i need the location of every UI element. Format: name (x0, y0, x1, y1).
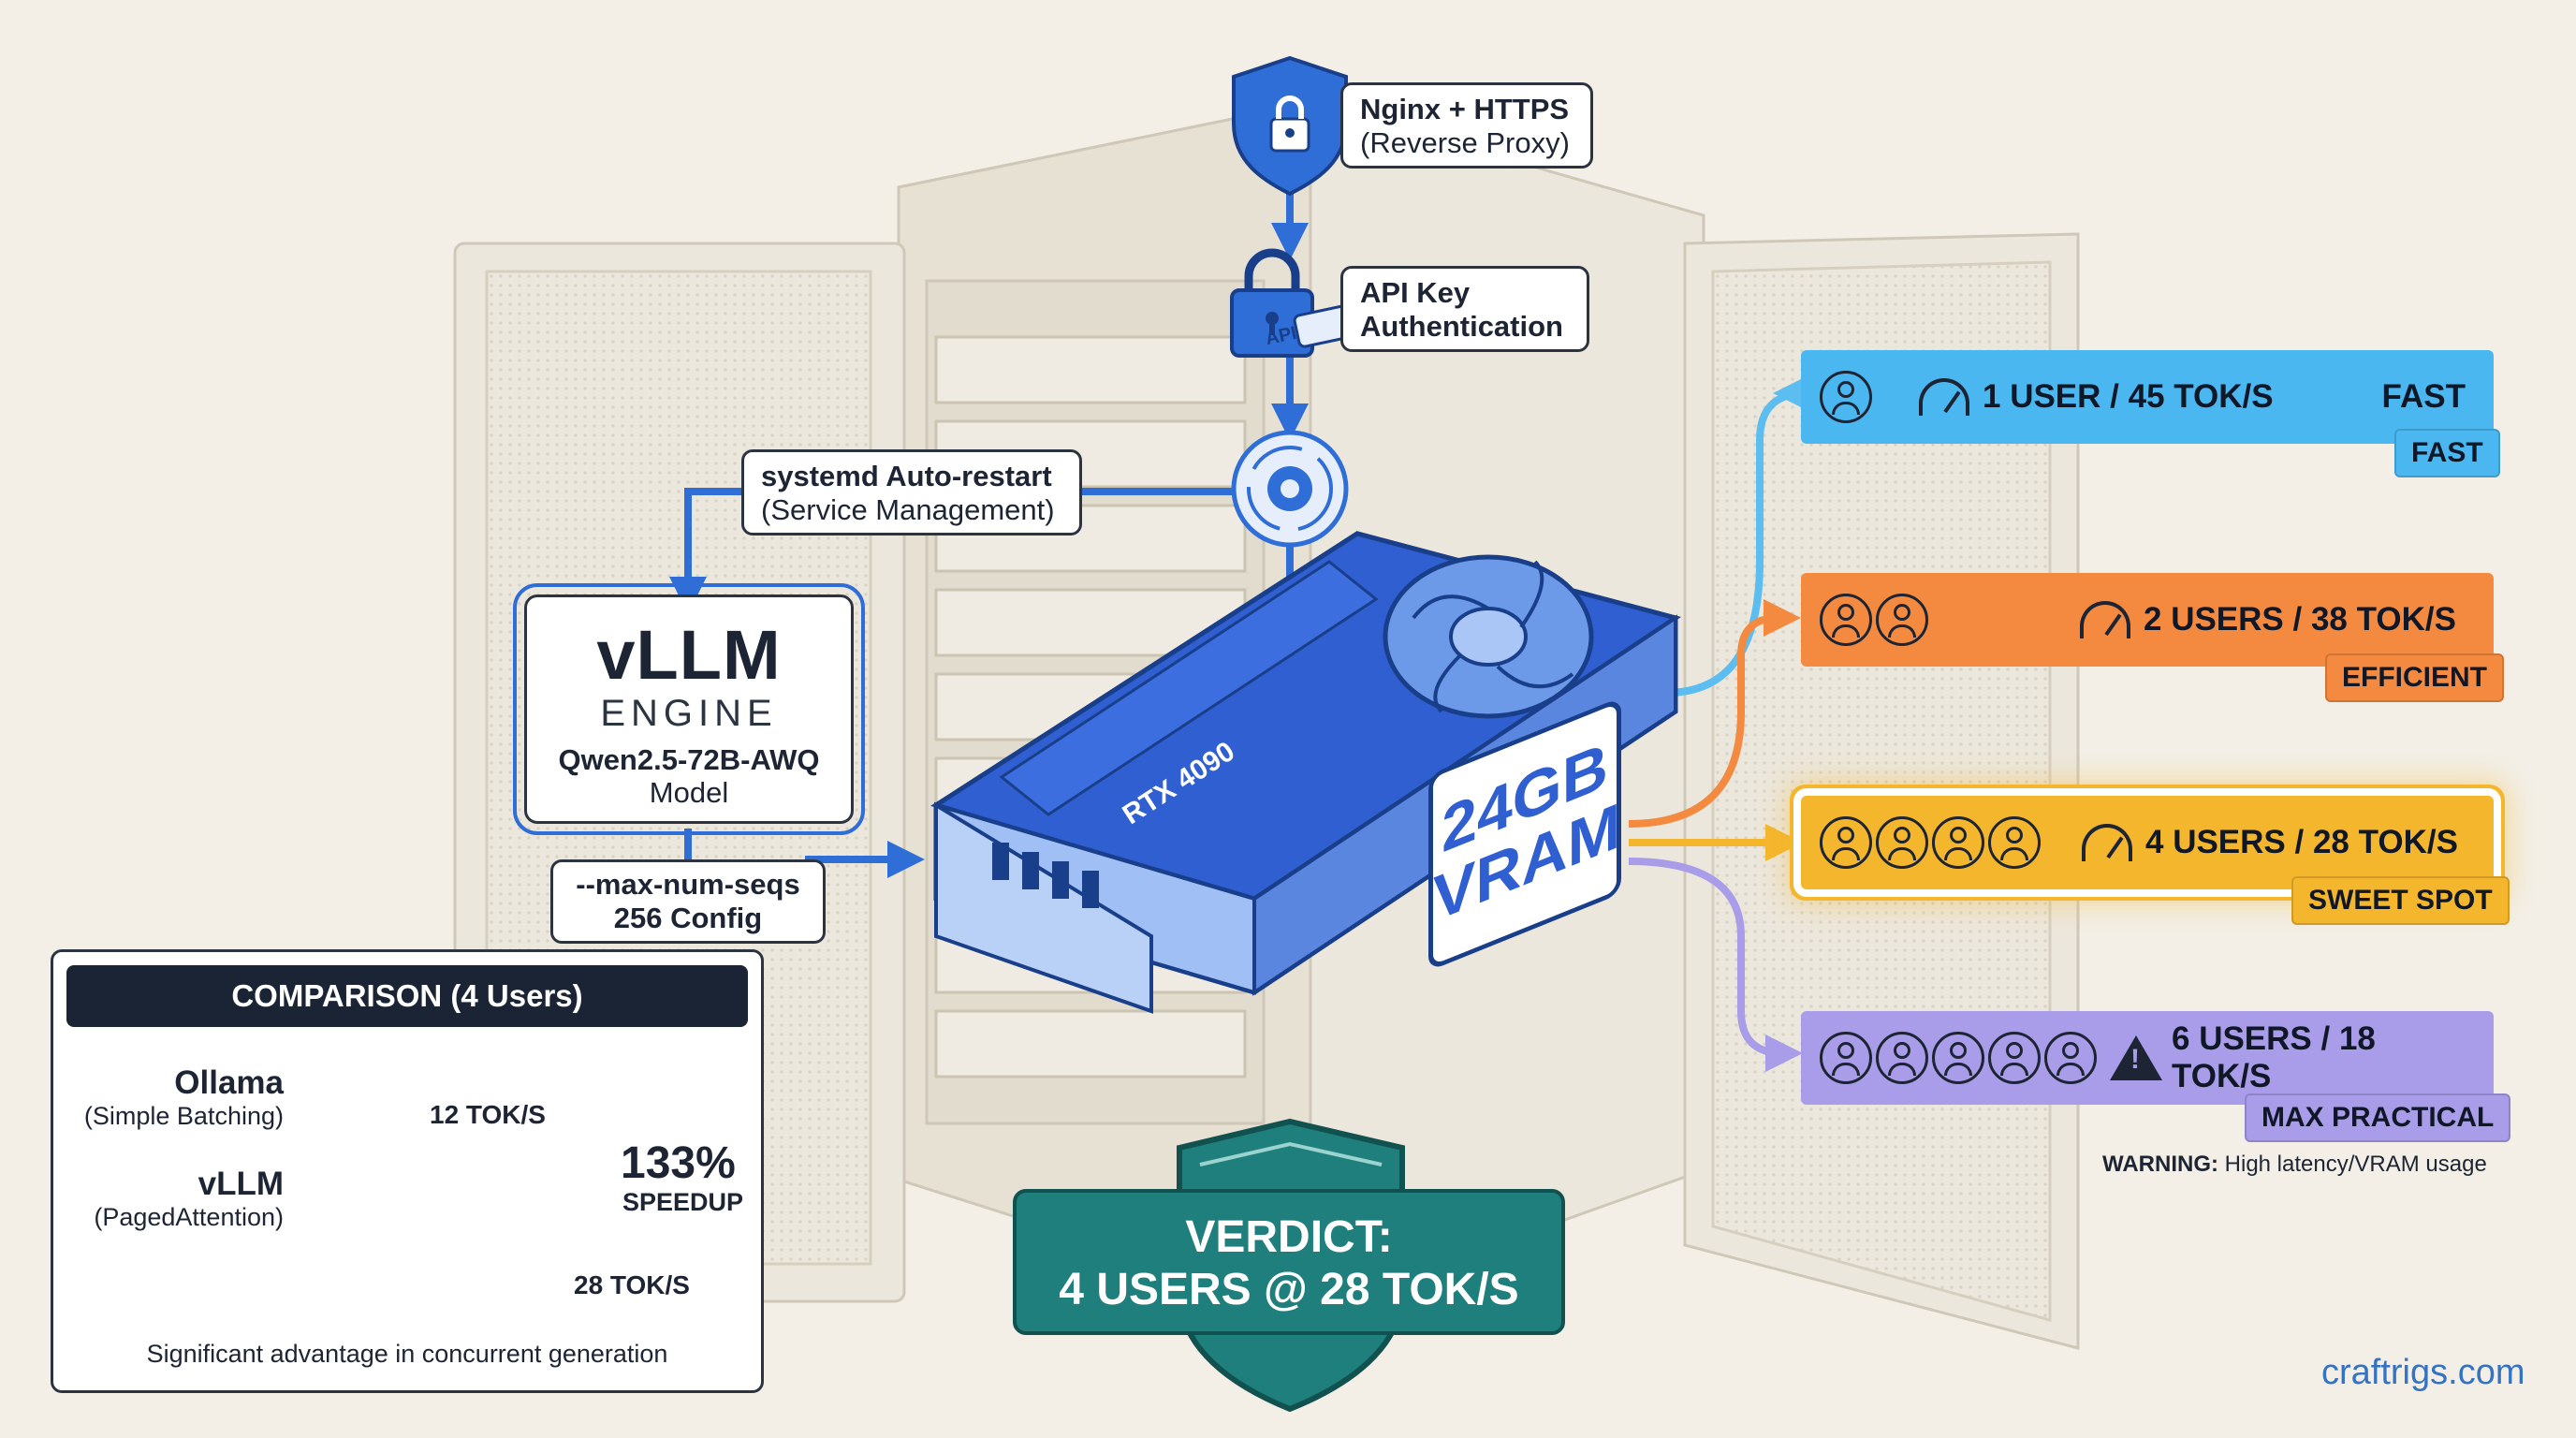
result-rate: 1 USER / 45 TOK/S (1983, 378, 2274, 415)
comparison-title: COMPARISON (4 Users) (66, 965, 748, 1027)
proxy-subtitle: (Reverse Proxy) (1360, 126, 1570, 159)
user-icon (1876, 1032, 1928, 1084)
speed-gauge-icon (2080, 601, 2130, 638)
comparison-panel: COMPARISON (4 Users) Ollama (Simple Batc… (51, 949, 764, 1393)
result-rate: 4 USERS / 28 TOK/S (2145, 824, 2458, 860)
result-bar-1-user: 1 USER / 45 TOK/S FAST (1801, 350, 2494, 444)
user-icon (1820, 371, 1872, 423)
brand-watermark[interactable]: craftrigs.com (2321, 1353, 2525, 1392)
warning-label: WARNING: (2102, 1152, 2218, 1177)
user-icons (1820, 594, 1928, 646)
service-title: systemd Auto-restart (761, 460, 1052, 492)
engine-kind: ENGINE (600, 693, 778, 734)
warning-note: WARNING: High latency/VRAM usage (2102, 1152, 2487, 1178)
user-icon (1988, 1032, 2041, 1084)
result-bar-4-users: 4 USERS / 28 TOK/S (1801, 796, 2494, 889)
verdict-line2: 4 USERS @ 28 TOK/S (1059, 1265, 1519, 1314)
user-icon (1820, 1032, 1872, 1084)
speed-gauge-icon (1919, 378, 1969, 416)
result-tag-fast: FAST (2394, 429, 2500, 477)
engine-model-label: Model (649, 776, 729, 809)
user-icon (1988, 816, 2041, 869)
user-icons (1820, 1032, 2097, 1084)
verdict-line1: VERDICT: (1185, 1212, 1393, 1262)
user-icon (1820, 816, 1872, 869)
speedup-value: 133% (621, 1138, 736, 1188)
result-tag-max-practical: MAX PRACTICAL (2245, 1093, 2511, 1142)
ollama-label: Ollama (Simple Batching) (84, 1064, 284, 1131)
user-icons (1820, 816, 2041, 869)
proxy-label: Nginx + HTTPS (Reverse Proxy) (1340, 82, 1593, 169)
line-to-bar-4 (1628, 858, 1803, 1072)
vllm-label: vLLM (PagedAttention) (94, 1166, 284, 1232)
comparison-footer: Significant advantage in concurrent gene… (146, 1340, 668, 1368)
ollama-name: Ollama (174, 1064, 284, 1101)
engine-name: vLLM (596, 616, 782, 694)
result-tag-sweet-spot: SWEET SPOT (2291, 876, 2510, 925)
user-icon (1876, 816, 1928, 869)
ollama-desc: (Simple Batching) (83, 1102, 284, 1130)
user-icon (1932, 816, 1984, 869)
config-line1: --max-num-seqs (576, 868, 800, 901)
user-icons (1820, 371, 1872, 423)
user-icon (1932, 1032, 1984, 1084)
line-to-bar-1 (1665, 374, 1810, 697)
proxy-title: Nginx + HTTPS (1360, 93, 1570, 125)
vllm-engine-box: vLLM ENGINE Qwen2.5-72B-AWQ Model (513, 583, 865, 835)
warning-icon (2110, 1035, 2162, 1080)
user-icon (1820, 594, 1872, 646)
warning-text: High latency/VRAM usage (2224, 1152, 2487, 1177)
result-rate: 2 USERS / 38 TOK/S (2144, 601, 2456, 638)
verdict-box: VERDICT: 4 USERS @ 28 TOK/S (1013, 1189, 1565, 1335)
engine-model: Qwen2.5-72B-AWQ (558, 743, 820, 776)
result-inline-tag: FAST (2381, 378, 2466, 415)
vllm-desc: (PagedAttention) (94, 1203, 284, 1231)
result-rate: 6 USERS / 18 TOK/S (2172, 1020, 2376, 1094)
line-to-bar-2 (1628, 599, 1801, 828)
config-line2: 256 Config (613, 902, 763, 934)
ollama-value: 12 TOK/S (430, 1100, 546, 1129)
user-icon (2044, 1032, 2097, 1084)
vllm-value: 28 TOK/S (574, 1270, 690, 1299)
user-icon (1876, 594, 1928, 646)
vllm-name: vLLM (198, 1166, 284, 1202)
auth-subtitle: Authentication (1360, 310, 1563, 343)
service-label: systemd Auto-restart (Service Management… (741, 449, 1082, 536)
gear-icon (1231, 430, 1349, 548)
result-bar-2-users: 2 USERS / 38 TOK/S (1801, 573, 2494, 667)
result-bar-6-users: 6 USERS / 18 TOK/S (1801, 1011, 2494, 1105)
speed-gauge-icon (2082, 824, 2132, 861)
auth-label: API Key Authentication (1340, 266, 1589, 352)
service-subtitle: (Service Management) (761, 493, 1055, 526)
auth-title: API Key (1360, 276, 1471, 309)
config-label: --max-num-seqs 256 Config (550, 859, 826, 944)
speedup-label: SPEEDUP (622, 1188, 744, 1216)
result-tag-efficient: EFFICIENT (2325, 653, 2504, 702)
